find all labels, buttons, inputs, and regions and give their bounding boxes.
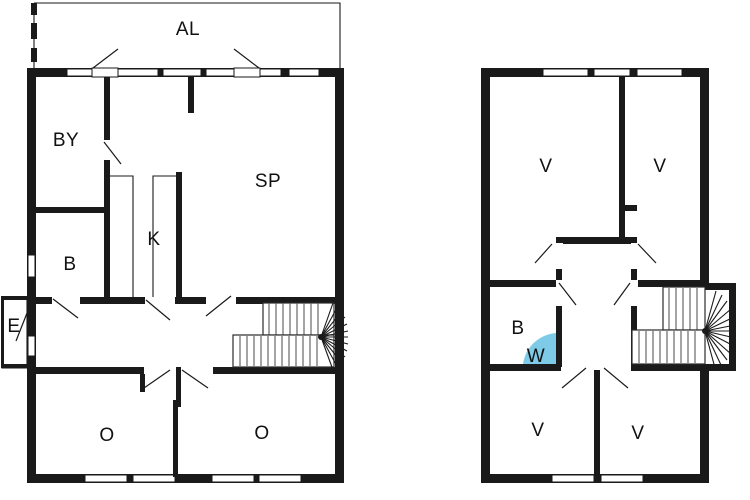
room-label-v-top-left: V: [539, 156, 552, 177]
ground-floor-plan: AL BY SP K B E O O: [1, 2, 349, 483]
shower-quarter-round: [523, 333, 556, 364]
room-label-by: BY: [53, 130, 79, 151]
staircase-ground: [232, 302, 349, 371]
stair-winder-fan: [320, 302, 349, 371]
upper-floor-doors: [534, 243, 657, 389]
room-label-b-ground: B: [63, 254, 76, 275]
room-label-v-bottom-left: V: [531, 420, 544, 441]
entrance-vestibule-e: [1, 296, 32, 369]
ground-floor-doors: [52, 48, 261, 389]
room-label-v-bottom-right: V: [631, 423, 644, 444]
room-label-v-top-right: V: [653, 156, 666, 177]
terrace-al-outline: [31, 2, 341, 70]
ground-floor-windows: [27, 68, 320, 483]
room-label-sp: SP: [255, 171, 281, 192]
room-label-w: W: [527, 346, 545, 367]
kitchen-counters: [110, 175, 176, 298]
room-label-o-right: O: [254, 423, 269, 444]
stair-winder-fan-upper: [704, 290, 736, 369]
upper-floor-plan: V V B W V V: [481, 68, 736, 483]
room-label-al: AL: [176, 19, 200, 40]
staircase-upper: [631, 286, 736, 369]
room-label-k: K: [147, 229, 160, 250]
room-label-e: E: [7, 316, 20, 337]
room-label-o-left: O: [99, 425, 114, 446]
room-label-b-upper: B: [511, 318, 524, 339]
